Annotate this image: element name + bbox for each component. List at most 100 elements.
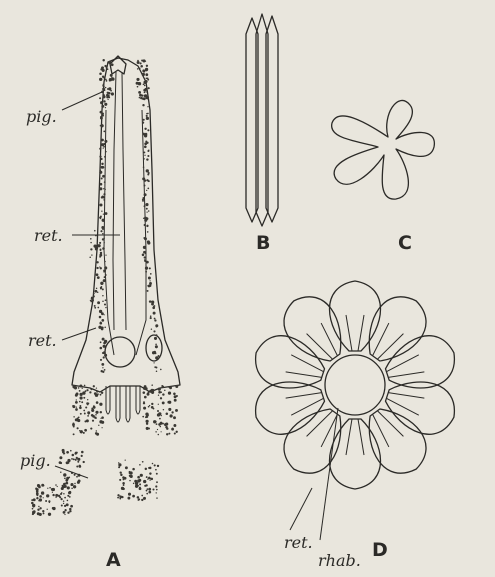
pigment-granule <box>154 464 156 466</box>
pigment-granule <box>103 345 106 348</box>
pigment-granule <box>73 485 76 488</box>
central-lumen <box>325 355 385 415</box>
pigment-granule <box>146 427 149 430</box>
pigment-granule <box>105 189 106 190</box>
pigment-granule <box>60 462 62 464</box>
pigment-granule <box>150 317 152 319</box>
pigment-granule <box>166 433 168 435</box>
pigment-granule <box>139 487 142 490</box>
pigment-granule <box>104 140 107 143</box>
pigment-granule <box>63 500 64 501</box>
pigment-granule <box>141 94 143 96</box>
pigment-granule <box>139 68 140 69</box>
pigment-granule <box>168 433 170 435</box>
pigment-granule <box>156 423 158 425</box>
pigment-granule <box>141 495 143 497</box>
pigment-granule <box>117 494 119 496</box>
pigment-granule <box>84 385 86 387</box>
pigment-granule <box>157 465 159 467</box>
label-ret-lower: ret. <box>28 331 57 350</box>
pigment-granule <box>104 326 106 328</box>
pigment-granule <box>144 256 146 258</box>
pigment-granule <box>146 261 149 264</box>
pigment-granule <box>156 489 158 491</box>
pigment-granule <box>144 142 147 145</box>
pigment-granule <box>95 417 96 418</box>
pigment-granules <box>31 59 178 516</box>
pigment-granule <box>151 328 152 329</box>
pigment-granule <box>119 479 121 481</box>
pigment-granule <box>105 107 106 108</box>
pigment-granule <box>144 237 147 240</box>
pigment-granule <box>104 242 105 243</box>
pigment-granule <box>100 249 102 251</box>
pigment-granule <box>99 403 102 406</box>
pigment-granule <box>62 450 64 452</box>
retinula-cell-outline <box>354 398 436 485</box>
pigment-granule <box>82 388 83 389</box>
pigment-granule <box>138 91 141 94</box>
pigment-granule <box>36 494 38 496</box>
pigment-granule <box>94 307 96 309</box>
pigment-granule <box>144 205 146 207</box>
pigment-granule <box>148 277 151 280</box>
pigment-granule <box>92 415 95 418</box>
pigment-granule <box>103 199 104 200</box>
pigment-granule <box>175 385 178 388</box>
pigment-granule <box>137 476 140 479</box>
pigment-granule <box>72 454 75 457</box>
pigment-granule <box>144 92 146 94</box>
pigment-granule <box>49 502 50 503</box>
pigment-granule <box>78 465 80 467</box>
pigment-granule <box>83 397 85 399</box>
pigment-granule <box>52 507 54 509</box>
pigment-granule <box>148 210 150 212</box>
pigment-granule <box>142 461 144 463</box>
pigment-granule <box>117 497 119 499</box>
pigment-granule <box>174 432 176 434</box>
pigment-granule <box>140 474 143 477</box>
pigment-granule <box>85 406 87 408</box>
pigment-granule <box>66 451 69 454</box>
pigment-granule <box>143 246 146 249</box>
pigment-granule <box>55 494 58 497</box>
pigment-granule <box>100 359 102 361</box>
pigment-granule <box>76 465 78 467</box>
pigment-granule <box>127 497 130 500</box>
pigment-granule <box>147 393 150 396</box>
pigment-granule <box>104 340 107 343</box>
pigment-granule <box>100 116 101 117</box>
pigment-granule <box>78 387 80 389</box>
pigment-granule <box>55 484 57 486</box>
pigment-granule <box>102 371 104 373</box>
pigment-granule <box>69 510 71 512</box>
pigment-granule <box>76 406 77 407</box>
pigment-granule <box>79 384 82 387</box>
pigment-granule <box>87 403 89 405</box>
pigment-granule <box>143 402 145 404</box>
pigment-granule <box>100 78 102 80</box>
pigment-granule <box>81 451 84 454</box>
pigment-granule <box>102 427 103 428</box>
pigment-granule <box>71 488 73 490</box>
pigment-granule <box>32 506 34 508</box>
pigment-granule <box>43 512 45 514</box>
pigment-granule <box>96 391 98 393</box>
pigment-granule <box>143 497 146 500</box>
retinula-cell <box>273 286 355 373</box>
pigment-granule <box>64 477 66 479</box>
pigment-granule <box>137 479 140 482</box>
pigment-granule <box>146 208 148 210</box>
pigment-granule <box>101 105 104 108</box>
pigment-granule <box>108 61 111 64</box>
pigment-granule <box>95 414 97 416</box>
pigment-granule <box>37 484 40 487</box>
pigment-granule <box>80 396 83 399</box>
pigment-granule <box>161 385 163 387</box>
pigment-granule <box>145 73 148 76</box>
pigment-granule <box>144 224 146 226</box>
pigment-granule <box>100 394 102 396</box>
pigment-granule <box>133 483 134 484</box>
pigment-granule <box>85 390 87 392</box>
pigment-granule <box>73 426 75 428</box>
